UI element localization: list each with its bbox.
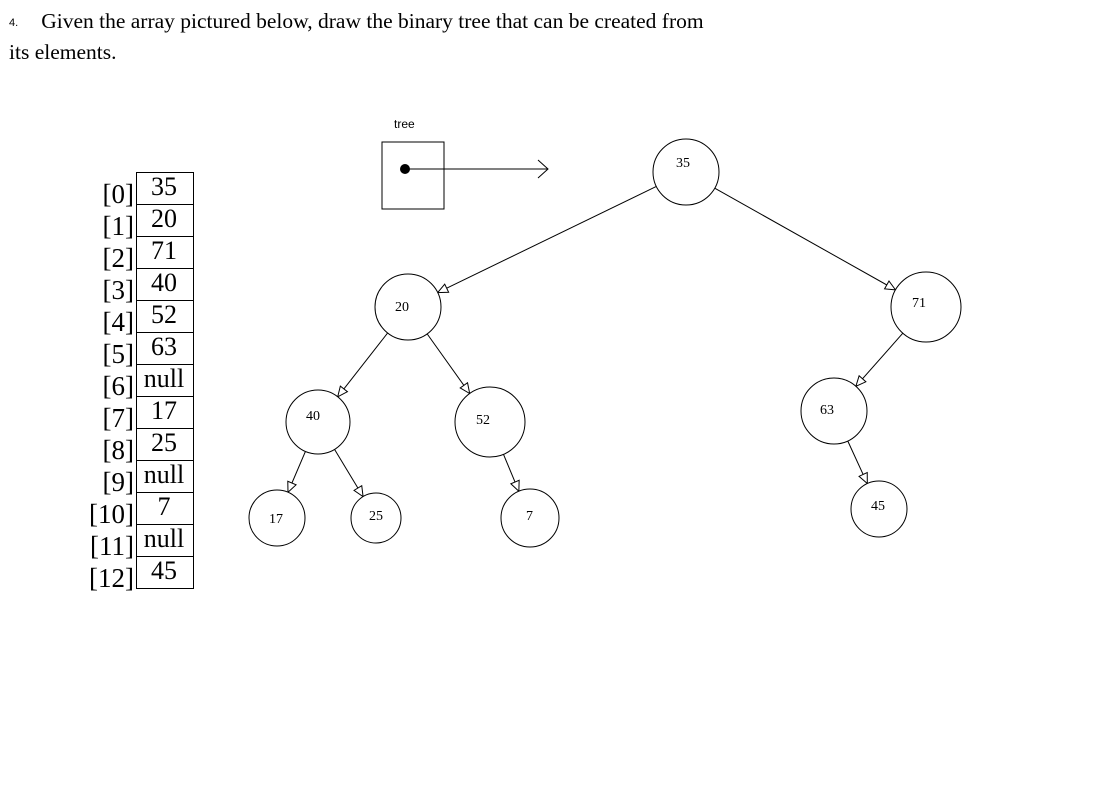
tree-edge-line: [437, 185, 657, 294]
tree-pointer-arrowhead: [537, 159, 549, 179]
array-index: [12]: [89, 563, 134, 593]
array-index: [5]: [102, 339, 134, 369]
array-cell: 17: [137, 397, 193, 429]
tree-node-circle: [500, 488, 560, 548]
tree-edge-arrowhead: [855, 374, 867, 388]
array-cell: 71: [137, 237, 193, 269]
array-cell: 7: [137, 493, 193, 525]
tree-node-label: 63: [820, 403, 834, 418]
tree-node-circle: [285, 389, 351, 455]
tree-node: 45: [850, 480, 908, 538]
tree-node-label: 71: [912, 296, 926, 311]
array-index: [7]: [102, 403, 134, 433]
array-index: [8]: [102, 435, 134, 465]
tree-pointer-box: [381, 141, 445, 210]
array-cell: null: [137, 525, 193, 557]
tree-edge-line: [714, 187, 896, 291]
tree-edges: [287, 185, 904, 498]
array-cell: 63: [137, 333, 193, 365]
tree-node-label: 20: [395, 300, 409, 315]
tree-node: 52: [454, 386, 526, 458]
tree-node-circle: [890, 271, 962, 343]
array-index: [1]: [102, 211, 134, 241]
tree-edge: [714, 187, 897, 291]
tree-pointer-label: tree: [394, 117, 415, 131]
tree-edge-line: [337, 332, 389, 398]
tree-nodes: 35 20 71 40 52 63 17 25 7 45: [248, 138, 962, 548]
tree-edge: [503, 454, 520, 493]
tree-edge-arrowhead: [353, 484, 364, 498]
tree-edge: [334, 449, 364, 498]
tree-edge-arrowhead: [883, 280, 897, 291]
tree-node-label: 45: [871, 499, 885, 514]
tree-node: 71: [890, 271, 962, 343]
array-index: [10]: [89, 499, 134, 529]
tree-node-circle: [454, 386, 526, 458]
array-cell: null: [137, 365, 193, 397]
array-cell: 40: [137, 269, 193, 301]
tree-node-label: 35: [676, 156, 690, 171]
tree-node-circle: [248, 489, 306, 547]
tree-node-label: 7: [526, 509, 533, 524]
tree-node: 20: [374, 273, 442, 341]
tree-edge-arrowhead: [436, 283, 450, 294]
tree-edge: [336, 332, 389, 398]
tree-node: 7: [500, 488, 560, 548]
tree-node-label: 40: [306, 409, 320, 424]
tree-node-circle: [850, 480, 908, 538]
array-index: [4]: [102, 307, 134, 337]
tree-node-circle: [374, 273, 442, 341]
tree-node: 25: [350, 492, 402, 544]
tree-edge: [436, 185, 657, 294]
tree-node: 17: [248, 489, 306, 547]
array-index: [9]: [102, 467, 134, 497]
array-cell: 52: [137, 301, 193, 333]
array-index: [2]: [102, 243, 134, 273]
question-number: 4.: [9, 17, 19, 29]
array-index: [6]: [102, 371, 134, 401]
array-cell: 20: [137, 205, 193, 237]
tree-node-circle: [652, 138, 720, 206]
tree-pointer: [381, 141, 549, 210]
array-cell: 45: [137, 557, 193, 589]
tree-node-label: 52: [476, 413, 490, 428]
tree-edge-arrowhead: [858, 471, 868, 485]
tree-node-label: 17: [269, 512, 283, 527]
array-index: [0]: [102, 179, 134, 209]
tree-node-circle: [800, 377, 868, 445]
question-text-block: 4.Given the array pictured below, draw t…: [9, 7, 709, 67]
tree-edge: [847, 440, 868, 485]
tree-edge-arrowhead: [287, 480, 297, 494]
tree-edge-line: [426, 333, 471, 394]
tree-edge-arrowhead: [459, 381, 471, 395]
array-index: [3]: [102, 275, 134, 305]
tree-edge: [426, 333, 471, 395]
tree-node-circle: [350, 492, 402, 544]
tree-node: 40: [285, 389, 351, 455]
tree-edge: [855, 332, 904, 388]
tree-node: 63: [800, 377, 868, 445]
tree-edge: [287, 451, 306, 494]
array-cell: 35: [137, 173, 193, 205]
array-cell: null: [137, 461, 193, 493]
array-cell: 25: [137, 429, 193, 461]
tree-node: 35: [652, 138, 720, 206]
tree-edge-arrowhead: [336, 385, 349, 398]
question-prompt: Given the array pictured below, draw the…: [9, 9, 704, 64]
tree-edge-line: [855, 332, 904, 387]
tree-edge-arrowhead: [509, 479, 520, 493]
tree-node-label: 25: [369, 509, 383, 524]
array-index: [11]: [90, 531, 134, 561]
array-index-column: [0][1][2][3][4][5][6][7][8][9][10][11][1…: [86, 178, 134, 594]
